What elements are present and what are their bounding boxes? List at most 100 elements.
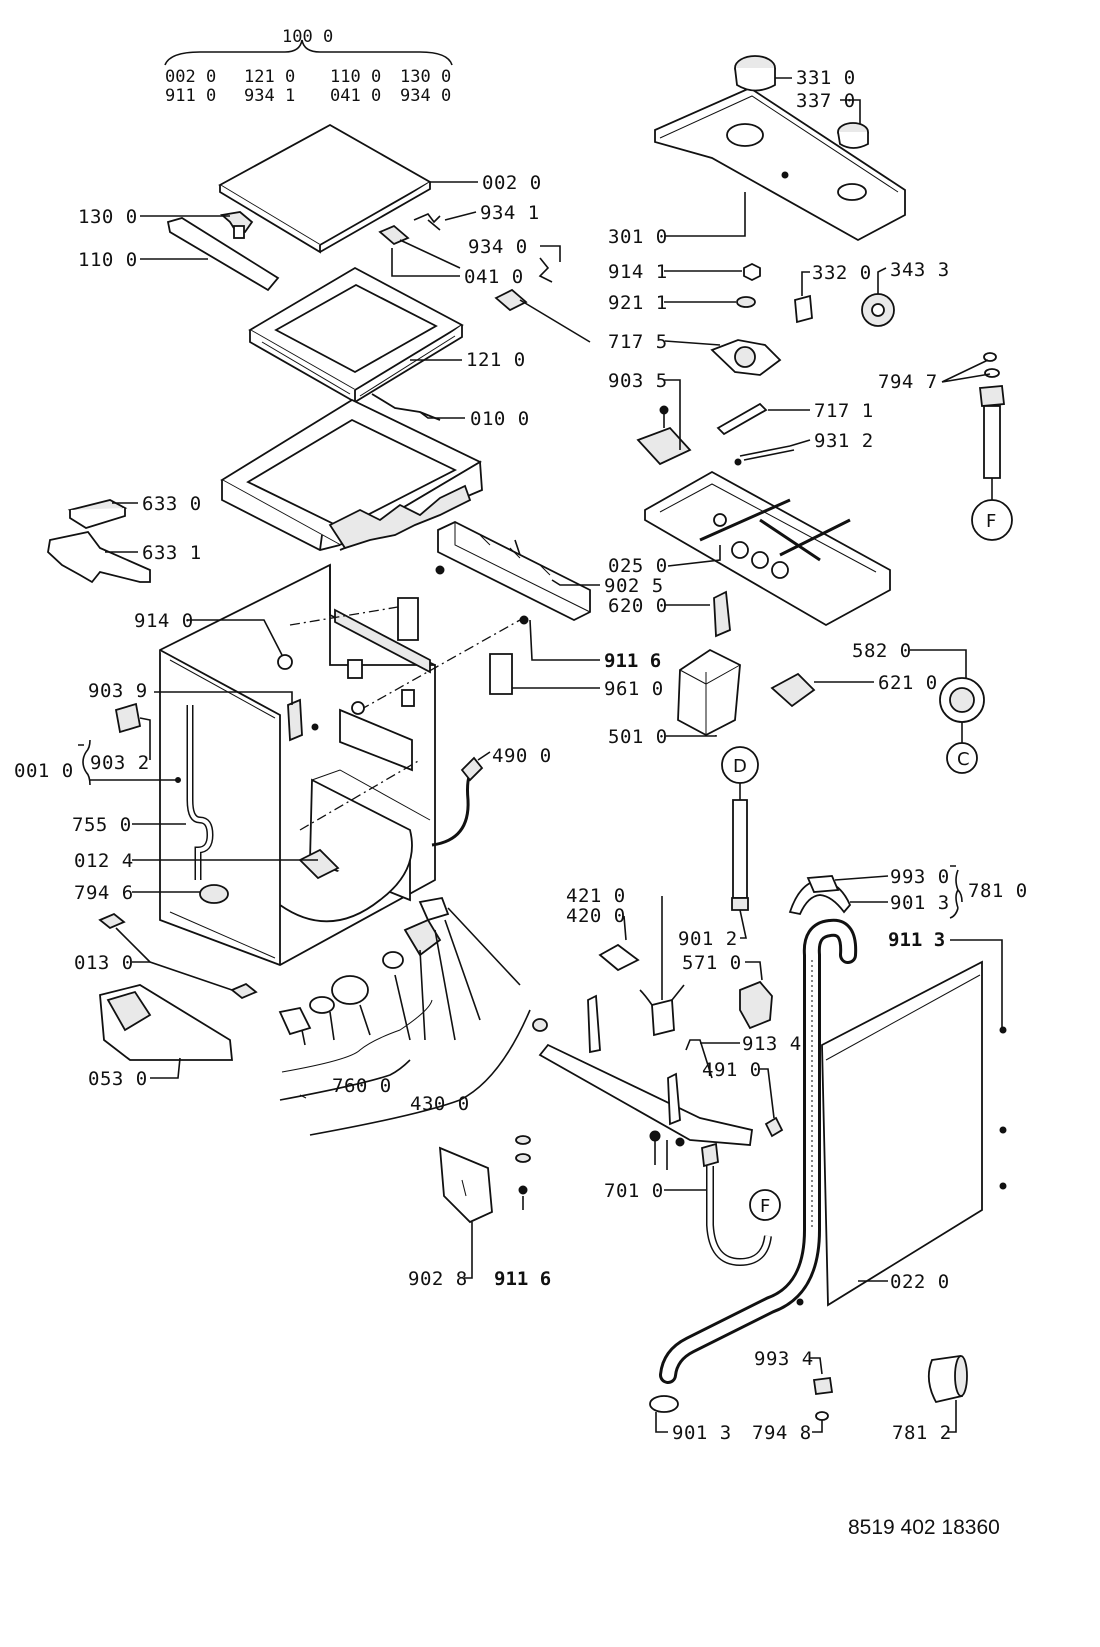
- sump-parts: 760 0 430 0: [278, 896, 531, 1136]
- label-6331: 633 1: [142, 542, 202, 564]
- label-4300: 430 0: [410, 1093, 470, 1115]
- part-7175: 717 5: [608, 331, 782, 376]
- label-9013a: 901 3: [890, 892, 950, 914]
- assembly-label: 100 0: [282, 27, 333, 47]
- cabinet-0010: [159, 563, 521, 966]
- assembly-c2r1: 121 0: [244, 67, 295, 87]
- document-number: 8519 402 18360: [848, 1516, 1000, 1539]
- hose-7550: 755 0: [72, 705, 214, 880]
- knobs: 331 0 337 0: [734, 55, 869, 149]
- latch-parts: 934 1 934 0 041 0: [378, 202, 591, 343]
- cap-7946: 794 6: [74, 882, 229, 904]
- label-7600: 760 0: [332, 1075, 392, 1097]
- plinth-0530: 053 0: [88, 984, 233, 1090]
- connector-f-bottom: F: [760, 1196, 770, 1217]
- label-7947: 794 7: [878, 371, 938, 393]
- label-9134: 913 4: [742, 1033, 802, 1055]
- assembly-c4r1: 130 0: [400, 67, 451, 87]
- label-3320: 332 0: [812, 262, 872, 284]
- label-9340: 934 0: [468, 236, 528, 258]
- drain-hose: 901 3: [649, 918, 858, 1444]
- pcb-board: 025 0: [608, 470, 891, 627]
- label-0220: 022 0: [890, 1271, 950, 1293]
- capacitor-bracket: 421 0 420 0: [532, 885, 754, 1170]
- label-7175: 717 5: [608, 331, 668, 353]
- parts-3320-3433: 332 0 343 3: [794, 259, 950, 327]
- label-6330: 633 0: [142, 493, 202, 515]
- label-0530: 053 0: [88, 1068, 148, 1090]
- label-5820: 582 0: [852, 640, 912, 662]
- label-5010: 501 0: [608, 726, 668, 748]
- label-3370: 337 0: [796, 90, 856, 112]
- label-9610: 961 0: [604, 678, 664, 700]
- assembly-c4r2: 934 0: [400, 86, 451, 106]
- label-9341: 934 1: [480, 202, 540, 224]
- label-9012: 901 2: [678, 928, 738, 950]
- label-7948: 794 8: [752, 1422, 812, 1444]
- assembly-c2r2: 934 1: [244, 86, 295, 106]
- feet-0130: 013 0: [74, 912, 258, 1000]
- connector-c: C: [957, 749, 970, 770]
- label-1100: 110 0: [78, 249, 138, 271]
- label-9211: 921 1: [608, 292, 668, 314]
- part-9035: 903 5: [608, 370, 692, 466]
- parts-7171-9312: 717 1 931 2: [716, 400, 874, 466]
- label-3310: 331 0: [796, 67, 856, 89]
- assembly-brace: [164, 39, 453, 66]
- label-0410: 041 0: [464, 266, 524, 288]
- part-6210: 621 0: [770, 672, 938, 708]
- label-5710: 571 0: [682, 952, 742, 974]
- label-4910: 491 0: [702, 1059, 762, 1081]
- parts-9134-4910: 913 4 491 0: [685, 1033, 802, 1138]
- connector-f-top: F: [986, 511, 996, 532]
- assembly-c3r1: 110 0: [330, 67, 381, 87]
- label-9116b: 911 6: [494, 1268, 551, 1290]
- part-9039: 903 9: [88, 680, 319, 742]
- valve-5710: 571 0: [682, 952, 773, 1030]
- label-9032: 903 2: [90, 752, 150, 774]
- part-9032: 001 0 903 2: [14, 702, 181, 786]
- label-9930: 993 0: [890, 866, 950, 888]
- label-6210: 621 0: [878, 672, 938, 694]
- label-7946: 794 6: [74, 882, 134, 904]
- label-9141: 914 1: [608, 261, 668, 283]
- label-9035: 903 5: [608, 370, 668, 392]
- screw-9140: 914 0: [134, 610, 365, 715]
- label-3010: 301 0: [608, 226, 668, 248]
- label-0020: 002 0: [482, 172, 542, 194]
- label-7550: 755 0: [72, 814, 132, 836]
- label-1210: 121 0: [466, 349, 526, 371]
- part-5010: 501 0: [608, 648, 741, 748]
- connector-d: D: [733, 756, 747, 777]
- control-panel-3010: 301 0: [608, 86, 906, 248]
- nut-washer: 914 1 921 1: [608, 261, 761, 314]
- assembly-group: 100 0 002 0 121 0 110 0 130 0 911 0 934 …: [164, 27, 453, 106]
- part-633: 633 0 633 1: [47, 493, 202, 584]
- label-3433: 343 3: [890, 259, 950, 281]
- bracket-1300: 130 0: [78, 206, 254, 239]
- label-6200: 620 0: [608, 595, 668, 617]
- label-9312: 931 2: [814, 430, 874, 452]
- tube-d: D 901 2: [678, 746, 759, 950]
- label-0124: 012 4: [74, 850, 134, 872]
- assembly-c1r2: 911 0: [165, 86, 216, 106]
- hose-7947: 794 7 F: [878, 352, 1013, 541]
- label-7010: 701 0: [604, 1180, 664, 1202]
- part-6200: 620 0: [608, 590, 731, 638]
- label-9013b: 901 3: [672, 1422, 732, 1444]
- panel-0220: 911 3 022 0: [796, 929, 1007, 1307]
- label-9025: 902 5: [604, 575, 664, 597]
- label-9934: 993 4: [754, 1348, 814, 1370]
- part-0124: 012 4: [74, 848, 340, 880]
- assembly-c3r2: 041 0: [330, 86, 381, 106]
- label-0130: 013 0: [74, 952, 134, 974]
- label-9140: 914 0: [134, 610, 194, 632]
- label-0010: 001 0: [14, 760, 74, 782]
- label-7171: 717 1: [814, 400, 874, 422]
- label-7812: 781 2: [892, 1422, 952, 1444]
- label-4200: 420 0: [566, 905, 626, 927]
- assembly-c1r1: 002 0: [165, 67, 216, 87]
- label-9039: 903 9: [88, 680, 148, 702]
- label-1300: 130 0: [78, 206, 138, 228]
- part-7812: 781 2: [892, 1354, 968, 1444]
